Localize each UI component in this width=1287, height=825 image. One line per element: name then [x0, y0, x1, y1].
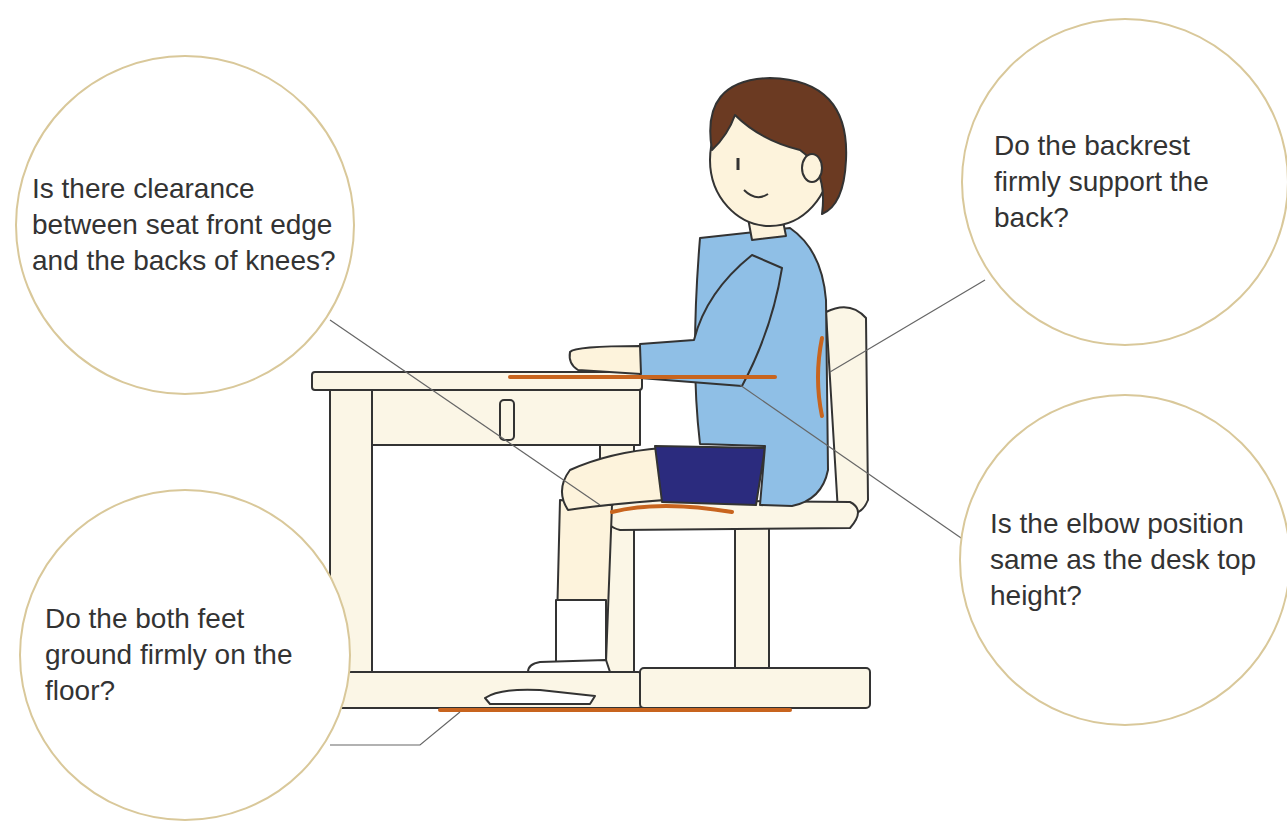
- question-circle: Do the backrest firmly support the back?: [961, 18, 1287, 346]
- question-circle: Do the both feet ground firmly on the fl…: [19, 489, 351, 821]
- question-circle: Is the elbow position same as the desk t…: [959, 394, 1287, 726]
- text-wrap: Is there clearance between seat front ed…: [32, 171, 338, 278]
- question-text: Do the backrest firmly support the back?: [994, 128, 1256, 235]
- question-text: Is the elbow position same as the desk t…: [990, 506, 1260, 613]
- text-wrap: Do the backrest firmly support the back?: [994, 128, 1256, 235]
- question-circle: Is there clearance between seat front ed…: [15, 55, 355, 395]
- question-text: Is there clearance between seat front ed…: [32, 171, 338, 278]
- text-wrap: Is the elbow position same as the desk t…: [990, 506, 1260, 613]
- question-text: Do the both feet ground firmly on the fl…: [45, 601, 325, 708]
- text-wrap: Do the both feet ground firmly on the fl…: [45, 601, 325, 708]
